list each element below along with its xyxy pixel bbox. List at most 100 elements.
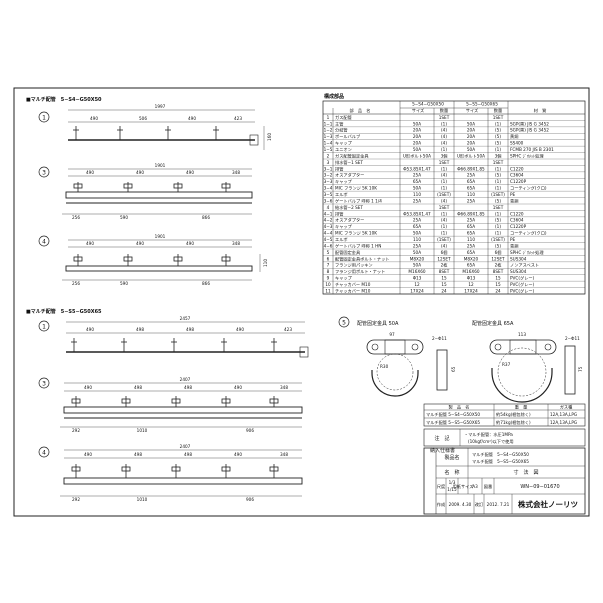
parts-cell-size2: Φ66.89X1.85 <box>457 211 485 216</box>
parts-cell-qty1: (4) <box>441 128 447 133</box>
parts-cell-size1: 50A <box>413 121 421 126</box>
view-b3: 3 2407 490 498 498 490 348 292 1010 906 <box>38 377 303 433</box>
side-dim: 110 <box>263 259 268 267</box>
dim-3: 490 <box>186 170 194 175</box>
parts-cell-part: ガス配管 <box>335 114 352 121</box>
parts-cell-qty2: 15 <box>495 282 501 287</box>
header-size1: サイズ <box>412 107 424 114</box>
bottom-dim-1: 256 <box>72 215 80 220</box>
view-b1: 1 2457 490 498 498 490 423 <box>38 316 309 358</box>
rev-date: 2012. 7.21 <box>487 502 510 507</box>
header-qty1: 数量 <box>440 107 448 114</box>
fixture-50a-label: 配管固定金具 50A <box>357 320 399 327</box>
made-date: 2009. 4.30 <box>449 502 472 507</box>
parts-cell-size2: M16X60 <box>462 269 479 274</box>
parts-cell-part: MIC フランジ 5K 10K <box>335 231 377 237</box>
view-number: 1 <box>42 324 46 331</box>
parts-cell-qty1: 8SET <box>439 269 450 274</box>
parts-cell-material: 青銅 <box>510 197 518 204</box>
parts-cell-size1: 12 <box>414 282 420 287</box>
parts-cell-qty1: 12SET <box>437 256 451 261</box>
bottom-dim-1: 292 <box>72 428 80 433</box>
dim-3: 498 <box>186 327 194 332</box>
parts-cell-qty1: (4) <box>441 218 447 223</box>
parts-cell-size1: 50A <box>413 263 421 268</box>
parts-cell-qty1: 1SET <box>439 115 450 120</box>
parts-cell-qty2: (1) <box>495 166 501 171</box>
notes-label: 注 記 <box>434 435 449 442</box>
header-qty2: 数量 <box>494 107 502 114</box>
parts-cell-material: PVC(グレー) <box>510 281 535 288</box>
parts-cell-part: ゲートバルブ 呼称 1 HN <box>335 242 381 249</box>
water-pipe <box>65 265 253 272</box>
weight-row-1-product: マルチ配管 5−S4−G50X50 <box>426 411 480 418</box>
parts-cell-qty1: 2枚 <box>441 262 449 269</box>
parts-cell-size2: Φ66.89X1.85 <box>457 166 485 171</box>
parts-cell-qty2: (5) <box>495 198 501 203</box>
paper-label: 用紙サイズ <box>453 483 474 490</box>
view-number-circle <box>38 166 50 178</box>
parts-cell-no: 4−6 <box>324 243 333 248</box>
product-label: 製品名 <box>444 454 459 461</box>
scale-label: 尺度 <box>437 483 446 490</box>
parts-cell-material: PVC(グレー) <box>510 287 535 294</box>
parts-cell-size1: 65A <box>413 179 421 184</box>
fixture-50a-hole: 2−Φ11 <box>432 336 447 341</box>
parts-cell-part: 分岐管 <box>335 127 348 134</box>
parts-cell-no: 9 <box>327 276 330 281</box>
parts-cell-size2: 65A <box>467 186 475 191</box>
parts-cell-size1: 50A <box>413 186 421 191</box>
parts-cell-no: 10 <box>325 282 331 287</box>
parts-cell-no: 3−1 <box>324 166 333 171</box>
fixture-65a-radius: R37 <box>502 362 511 367</box>
parts-cell-size1: Φ13 <box>413 276 422 281</box>
fixture-50a-band <box>371 370 419 397</box>
parts-cell-size2: 20A <box>467 141 475 146</box>
parts-cell-qty2: 1SET <box>493 115 504 120</box>
spec-side-label: 納入仕様書 <box>430 447 455 454</box>
parts-cell-size2: 65A <box>467 179 475 184</box>
parts-cell-qty2: (1) <box>495 147 501 152</box>
parts-cell-qty2: 12SET <box>491 256 505 261</box>
parts-cell-part: 配管固定金具ボルト・ナット <box>335 255 389 262</box>
parts-cell-material: SS400 <box>510 141 524 146</box>
parts-cell-qty2: (1) <box>495 231 501 236</box>
parts-cell-size2: 65A <box>467 231 475 236</box>
parts-cell-material: ノンアスベスト <box>510 263 539 269</box>
parts-cell-size2: 25A <box>467 198 475 203</box>
dwg-number: WN−09−01670 <box>520 484 559 490</box>
parts-cell-size1: 20A <box>413 141 421 146</box>
fixture-65a-side <box>564 345 576 395</box>
parts-cell-part: 排管 <box>335 165 343 172</box>
parts-cell-size1: 25A <box>413 173 421 178</box>
parts-cell-part: チャッカバー M10 <box>335 288 371 294</box>
parts-cell-no: 3 <box>327 160 330 165</box>
parts-cell-qty2: 1SET <box>493 160 504 165</box>
parts-cell-qty2: 6個 <box>495 249 502 256</box>
product-name-2: マルチ配管 5−S5−G50X65 <box>472 458 529 465</box>
parts-cell-no: 1−4 <box>324 141 333 146</box>
section-a-title: ■マルチ配管 5−S4−G50X50 <box>26 96 102 103</box>
parts-cell-qty2: 2枚 <box>495 262 503 269</box>
bottom-dim-3: 906 <box>246 497 254 502</box>
view-number: 3 <box>42 170 46 177</box>
dim-4: 348 <box>232 241 240 246</box>
parts-cell-qty2: (1) <box>495 224 501 229</box>
bottom-dim-1: 256 <box>72 281 80 286</box>
total-dim: 1901 <box>155 234 166 239</box>
parts-table: 構成部品 5−S4−G50X50 5−S5−G50X65 部 品 名 サイズ 数… <box>322 93 586 294</box>
name-value: 寸 法 図 <box>513 469 538 476</box>
union <box>299 346 309 358</box>
parts-cell-no: 3−3 <box>324 179 333 184</box>
parts-cell-size1: 50A <box>413 250 421 255</box>
parts-cell-qty2: (5) <box>495 141 501 146</box>
title-block-frame <box>423 447 586 515</box>
weight-row-2-product: マルチ配管 5−S5−G50X65 <box>426 419 480 426</box>
made-label: 作成 <box>437 501 445 508</box>
parts-cell-size1: 50A <box>413 147 421 152</box>
dim-1: 490 <box>90 116 98 121</box>
parts-cell-size1: Φ53.85X1.47 <box>403 211 431 216</box>
view-a1: 1 1997 490 506 490 423 160 <box>38 104 272 150</box>
parts-cell-no: 1−2 <box>324 128 333 133</box>
